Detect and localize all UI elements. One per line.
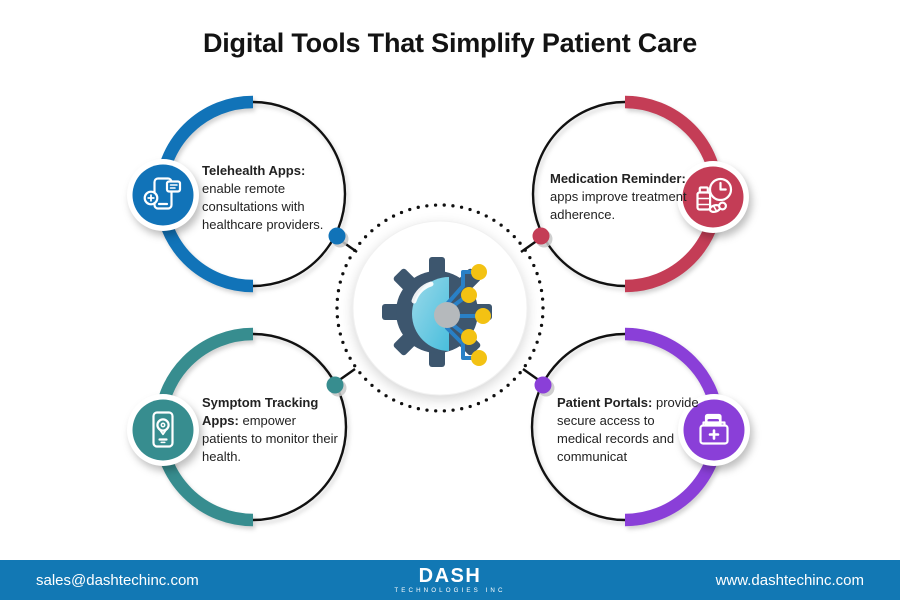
connector-dot-patient-portals <box>534 376 555 397</box>
gear-hub <box>434 302 460 328</box>
node-description: empower patients to monitor their health… <box>202 412 338 464</box>
gear-network-icon <box>382 257 492 367</box>
footer-email[interactable]: sales@dashtechinc.com <box>36 571 199 589</box>
node-text-patient-portals: Patient Portals: provide secure access t… <box>557 394 699 466</box>
connector-dot-symptom <box>326 376 347 397</box>
connector-dot-medication <box>532 227 553 248</box>
dotted-ring <box>335 203 545 413</box>
patient-portals-badge <box>678 394 750 466</box>
node-description: provide secure access to medical records… <box>557 395 699 464</box>
medication-clock-icon <box>696 177 733 213</box>
gear-dome <box>412 277 449 351</box>
node-label: Symptom Tracking Apps: <box>202 395 319 428</box>
node-description: enable remote consultations with healthc… <box>202 180 324 232</box>
node-text-telehealth: Telehealth Apps: enable remote consultat… <box>202 162 334 234</box>
node-text-medication: Medication Reminder: apps improve treatm… <box>550 170 700 224</box>
network-nodes <box>461 264 491 366</box>
connector-dot-telehealth <box>328 227 349 248</box>
symptom-phone-pin-icon <box>152 411 174 448</box>
node-text-symptom: Symptom Tracking Apps: empower patients … <box>202 394 338 466</box>
page-title: Digital Tools That Simplify Patient Care <box>202 28 698 58</box>
dash-logo: DASH TECHNOLOGIES INC <box>394 566 505 594</box>
dash-logo-text: DASH <box>418 564 482 587</box>
patient-records-box-icon <box>699 413 729 445</box>
symptom-badge <box>127 394 199 466</box>
telehealth-badge <box>127 159 199 231</box>
node-label: Telehealth Apps: <box>202 163 306 178</box>
footer-website[interactable]: www.dashtechinc.com <box>715 571 864 589</box>
node-label: Medication Reminder: <box>550 171 686 186</box>
node-description: apps improve treatment adherence. <box>550 188 687 222</box>
dash-logo-subtext: TECHNOLOGIES INC <box>394 586 506 594</box>
medication-badge <box>677 161 749 233</box>
dome-highlight-icon <box>411 281 434 304</box>
telehealth-phone-icon <box>143 177 182 210</box>
footer: sales@dashtechinc.com DASH TECHNOLOGIES … <box>0 560 900 600</box>
node-label: Patient Portals: <box>557 395 653 410</box>
